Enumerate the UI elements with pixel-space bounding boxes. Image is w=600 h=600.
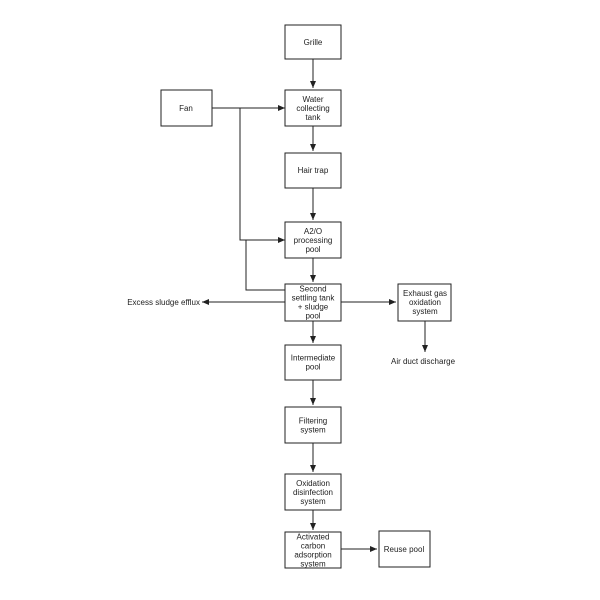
node-label-line: system <box>300 560 326 569</box>
node-fan-label: Fan <box>179 104 193 113</box>
node-label-line: Fan <box>179 104 193 113</box>
excess-sludge-efflux-label: Excess sludge efflux <box>127 298 200 307</box>
node-label-line: Hair trap <box>298 166 329 175</box>
node-label-line: A2/O <box>304 227 322 236</box>
node-label-line: processing <box>294 236 333 245</box>
edges <box>202 59 428 552</box>
air-duct-discharge-label: Air duct discharge <box>391 357 456 366</box>
node-label-line: Filtering <box>299 417 327 426</box>
node-label-line: Activated <box>297 533 330 542</box>
free-labels: Excess sludge efflux Air duct discharge <box>127 298 455 366</box>
node-label-line: Second <box>299 285 326 294</box>
node-label-line: pool <box>305 312 320 321</box>
node-grille-label: Grille <box>304 38 323 47</box>
node-label-line: system <box>300 497 326 506</box>
node-label-line: + sludge <box>298 303 329 312</box>
node-label-line: Water <box>302 95 323 104</box>
node-label-line: Intermediate <box>291 354 336 363</box>
node-hair-trap: Hair trap <box>284 152 342 189</box>
node-reuse-pool: Reuse pool <box>378 530 431 568</box>
node-label-line: system <box>300 426 326 435</box>
node-label-line: Oxidation <box>296 479 330 488</box>
node-label-line: pool <box>305 245 320 254</box>
edge-settling-tank-return-to-a2o <box>245 240 285 291</box>
node-label-line: oxidation <box>409 298 441 307</box>
node-label-line: Reuse pool <box>384 545 425 554</box>
node-label-line: Exhaust gas <box>403 289 447 298</box>
node-label-line: disinfection <box>293 488 333 497</box>
node-label-line: settling tank <box>292 294 336 303</box>
node-fan: Fan <box>160 89 213 127</box>
node-label-line: system <box>412 307 438 316</box>
node-label-line: tank <box>305 113 321 122</box>
node-label-line: carbon <box>301 542 325 551</box>
node-grille: Grille <box>284 24 342 60</box>
node-hair-trap-label: Hair trap <box>298 166 329 175</box>
node-label-line: pool <box>305 363 320 372</box>
node-reuse-pool-label: Reuse pool <box>384 545 425 554</box>
node-label-line: adsorption <box>294 551 331 560</box>
edge-fan-to-a2o-pool <box>239 108 285 243</box>
node-label-line: Grille <box>304 38 323 47</box>
node-label-line: collecting <box>296 104 329 113</box>
